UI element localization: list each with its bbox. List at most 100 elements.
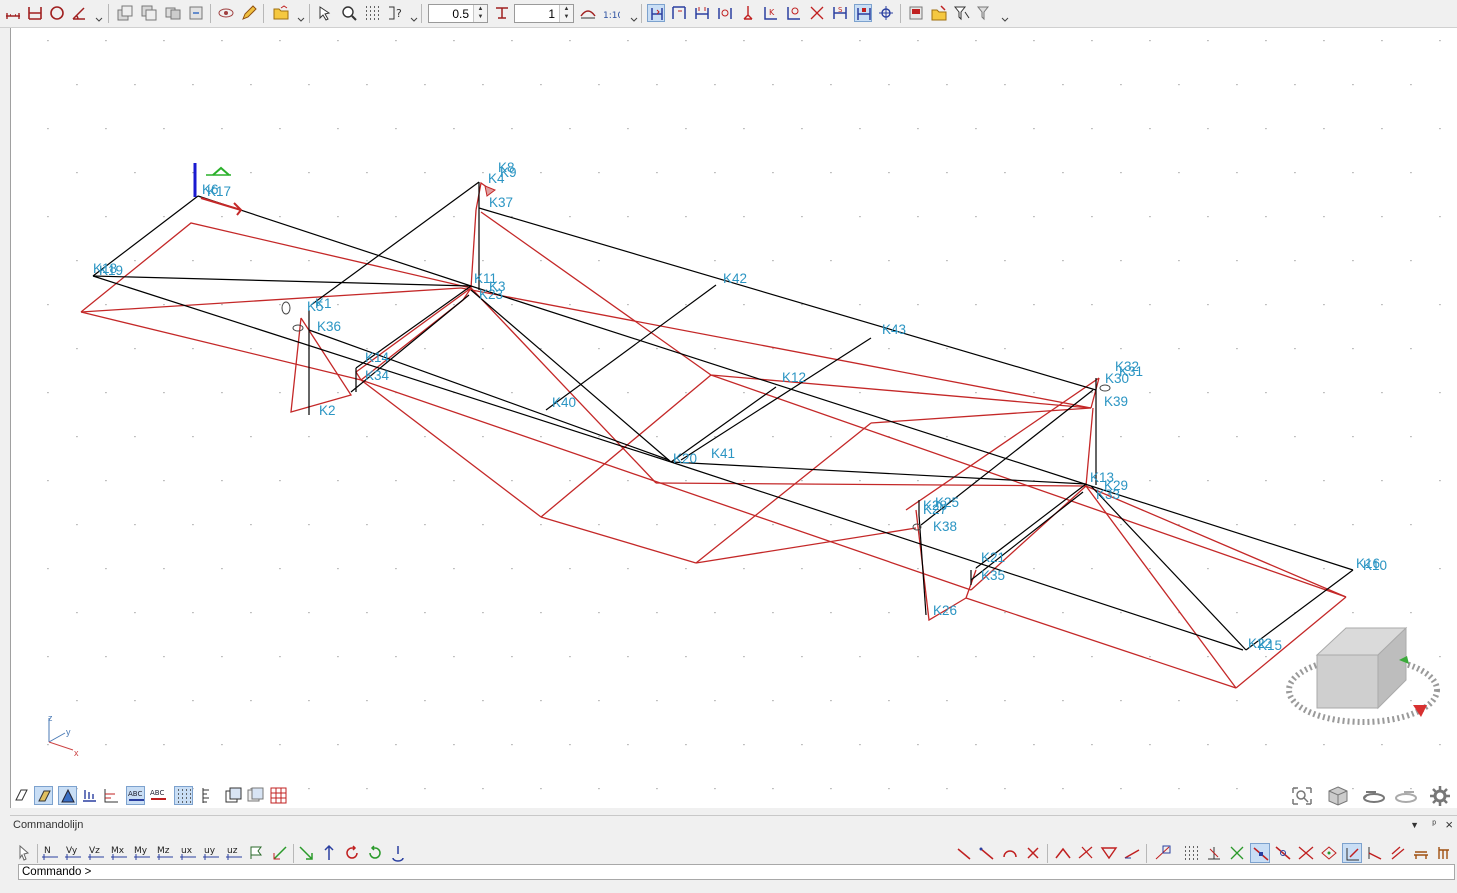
model-viewport[interactable]: K8 K9 K4 K37 K6 K17 K18 K19 K11 K3 K23 K… [10,28,1457,808]
gear-icon[interactable] [1427,784,1453,808]
pin-icon[interactable]: ᵖ [1432,819,1436,830]
rotate-left-icon[interactable] [1361,784,1387,808]
show-supports-icon[interactable] [58,786,77,805]
query-icon[interactable]: ? [386,4,404,22]
folder-icon[interactable] [272,4,290,22]
release-icon[interactable] [808,4,826,22]
angle-icon[interactable] [70,4,88,22]
result-uz-button[interactable]: uz [224,843,244,863]
snap-label-icon[interactable] [1434,843,1454,863]
ratio-icon[interactable]: 1:10 [602,4,620,22]
rotate-cw-icon[interactable] [365,843,385,863]
flag-icon[interactable] [247,843,267,863]
model-canvas[interactable]: K8 K9 K4 K37 K6 K17 K18 K19 K11 K3 K23 K… [11,28,1457,808]
snap-node-icon[interactable] [1153,843,1173,863]
view-cube[interactable] [1286,626,1440,725]
scale-deform-icon[interactable] [493,4,511,22]
snap-parallel-icon[interactable] [1388,843,1408,863]
snap-nearest-icon[interactable] [1273,843,1293,863]
wireframe-icon[interactable] [12,786,31,805]
scale-spinbox[interactable]: ▲▼ [428,4,488,23]
intersect-icon[interactable] [1076,843,1096,863]
cube-view-icon[interactable] [1325,784,1351,808]
duplicate-icon[interactable] [164,4,182,22]
command-input[interactable]: Commando > [18,864,1455,880]
diagonal-arrow-icon[interactable] [270,843,290,863]
grid-snap-icon[interactable] [363,4,381,22]
frame-loads-icon[interactable] [670,4,688,22]
dimension-icon[interactable] [4,4,22,22]
snap-grid-icon[interactable] [1181,843,1201,863]
triangle-down-icon[interactable] [1099,843,1119,863]
zoom-extents-icon[interactable] [1289,784,1315,808]
grid-toggle-icon[interactable] [174,786,193,805]
hinge-icon[interactable] [785,4,803,22]
step-input[interactable] [515,5,573,22]
result-my-button[interactable]: My [132,843,152,863]
move-copy-icon[interactable] [187,4,205,22]
delete-icon[interactable] [1023,843,1043,863]
member-loads-icon[interactable] [693,4,711,22]
moment-icon[interactable] [388,843,408,863]
chevron-down-icon[interactable] [90,4,103,22]
pointer-icon[interactable] [14,843,34,863]
toggle-sections-icon[interactable] [854,4,872,22]
filter-icon[interactable] [953,4,971,22]
show-loads-icon[interactable] [80,786,99,805]
member-numbers-icon[interactable]: S [831,4,849,22]
close-icon[interactable]: × [1445,817,1453,832]
slope-icon[interactable] [1122,843,1142,863]
result-ux-button[interactable]: ux [178,843,198,863]
rotate-right-icon[interactable] [1393,784,1419,808]
crosshair-icon[interactable] [877,4,895,22]
snap-intersection-icon[interactable] [1296,843,1316,863]
snap-center-icon[interactable] [1319,843,1339,863]
import-icon[interactable] [930,4,948,22]
member-labels-toggle-icon[interactable]: ABC [149,786,168,805]
chevron-down-icon[interactable]: ▼ [1410,820,1419,830]
node-numbers-icon[interactable]: K [762,4,780,22]
shaded-icon[interactable] [34,786,53,805]
snap-midpoint-icon[interactable] [1250,843,1270,863]
show-diagrams-icon[interactable] [102,786,121,805]
scale-input[interactable] [429,5,487,22]
support-icon[interactable] [739,4,757,22]
line-draw-icon[interactable] [954,843,974,863]
toggle-loads-icon[interactable] [647,4,665,22]
rotate-ccw-icon[interactable] [342,843,362,863]
pencil-icon[interactable] [240,4,258,22]
step-spinbox[interactable]: ▲▼ [514,4,574,23]
peak-icon[interactable] [1053,843,1073,863]
results-view-icon[interactable] [716,4,734,22]
table-grid-icon[interactable] [269,786,288,805]
chevron-down-icon[interactable] [405,4,418,22]
chevron-down-icon[interactable] [996,4,1009,22]
layers-icon[interactable] [224,786,243,805]
node-labels-toggle-icon[interactable]: ABC [126,786,145,805]
zoom-window-icon[interactable] [340,4,358,22]
result-vz-button[interactable]: Vz [86,843,106,863]
result-n-button[interactable]: N [40,843,60,863]
diagram-curve-icon[interactable] [579,4,597,22]
export-icon[interactable] [907,4,925,22]
arrow-up-icon[interactable] [319,843,339,863]
line-draw-alt-icon[interactable] [977,843,997,863]
copy-icon[interactable] [116,4,134,22]
arc-icon[interactable] [1000,843,1020,863]
chevron-down-icon[interactable] [292,4,305,22]
result-vy-button[interactable]: Vy [63,843,83,863]
eye-icon[interactable] [217,4,235,22]
filter-options-icon[interactable] [976,4,994,22]
paste-icon[interactable] [140,4,158,22]
select-icon[interactable] [316,4,334,22]
arrow-down-right-icon[interactable] [296,843,316,863]
frame-icon[interactable] [26,4,44,22]
snap-extension-icon[interactable] [1365,843,1385,863]
snap-tangent-icon[interactable] [1342,843,1362,863]
ruler-icon[interactable] [199,786,218,805]
snap-endpoint-icon[interactable] [1227,843,1247,863]
chevron-down-icon[interactable] [625,4,638,22]
result-uy-button[interactable]: uy [201,843,221,863]
snap-perpendicular-icon[interactable] [1204,843,1224,863]
windows-icon[interactable] [246,786,265,805]
